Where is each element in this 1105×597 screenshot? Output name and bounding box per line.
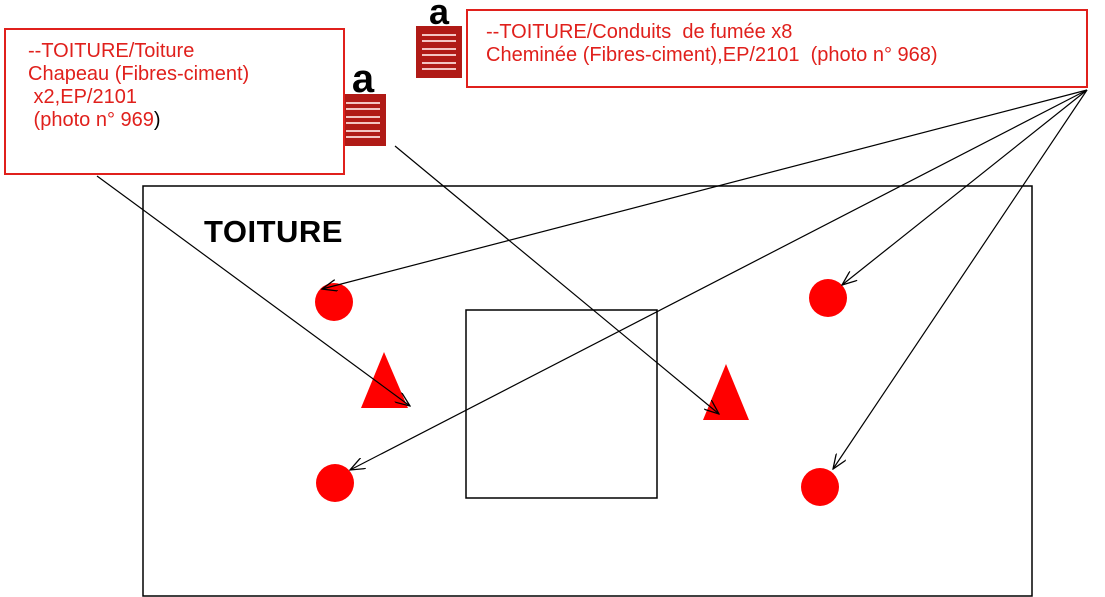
leader-arrow xyxy=(833,89,1088,469)
leader-arrow xyxy=(350,89,1088,470)
callout-line: --TOITURE/Conduits de fumée x8 xyxy=(486,21,793,43)
callout-chapeau: --TOITURE/Toiture Chapeau (Fibres-ciment… xyxy=(4,28,345,175)
chimney-marker-circle xyxy=(316,464,354,502)
leader-arrow xyxy=(394,145,719,414)
leader-arrow xyxy=(842,89,1088,285)
room-label: TOITURE xyxy=(204,214,343,249)
asbestos-logo: a xyxy=(416,0,462,78)
leader-arrow xyxy=(96,175,410,406)
callout-line-text: (photo n° 969 xyxy=(28,109,154,131)
chimney-marker-circle xyxy=(809,279,847,317)
callout-line-tail: ) xyxy=(153,109,161,131)
asbestos-logo: a xyxy=(340,57,386,146)
chimney-marker-circle xyxy=(315,283,353,321)
callout-line: Cheminée (Fibres-ciment),EP/2101 (photo … xyxy=(486,44,938,66)
logo-letter: a xyxy=(429,0,450,32)
callout-line: --TOITURE/Toiture xyxy=(28,40,195,62)
callout-line: x2,EP/2101 xyxy=(28,86,137,108)
inner-square xyxy=(465,309,658,499)
roof-outline xyxy=(142,185,1033,597)
cap-marker-triangle xyxy=(703,364,749,420)
callout-line: (photo n° 969) xyxy=(28,109,343,132)
chimney-marker-circle xyxy=(801,468,839,506)
logo-letter: a xyxy=(352,57,375,101)
callout-conduits: --TOITURE/Conduits de fumée x8 Cheminée … xyxy=(466,9,1088,88)
callout-line: Chapeau (Fibres-ciment) xyxy=(28,63,250,85)
leader-arrow xyxy=(322,89,1088,289)
